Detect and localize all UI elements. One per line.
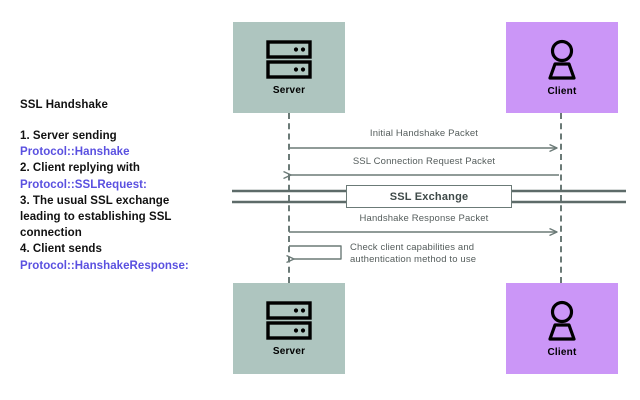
participant-client-bottom[interactable]: Client xyxy=(506,283,618,374)
step-line: 1. Server sending xyxy=(20,130,117,142)
server-icon xyxy=(266,39,312,80)
steps-list: 1. Server sending Protocol::Hanshake 2. … xyxy=(20,128,225,274)
description-panel: SSL Handshake 1. Server sending Protocol… xyxy=(20,98,225,274)
participant-server-top[interactable]: Server xyxy=(233,22,345,113)
message-label-handshake-response-packet: Handshake Response Packet xyxy=(359,213,489,224)
participant-label: Server xyxy=(272,345,306,357)
step-line: Protocol::HanshakeResponse: xyxy=(20,259,189,272)
step-line: 2. Client replying with xyxy=(20,162,140,175)
message-label-check-client-capabilities: Check client capabilities and authentica… xyxy=(350,242,477,265)
participant-server-bottom[interactable]: Server xyxy=(233,283,345,374)
participant-label: Client xyxy=(547,85,577,97)
step-line: connection xyxy=(20,227,82,240)
participant-label: Server xyxy=(272,84,306,96)
server-icon xyxy=(266,300,312,341)
step-line: 4. Client sends xyxy=(20,243,102,256)
user-icon xyxy=(540,39,584,81)
page-title: SSL Handshake xyxy=(20,99,109,111)
step-line: leading to establishing SSL xyxy=(20,211,172,224)
ssl-exchange-label: SSL Exchange xyxy=(389,190,469,203)
message-label-initial-handshake-packet: Initial Handshake Packet xyxy=(369,128,479,139)
ssl-exchange-fragment: SSL Exchange xyxy=(346,185,512,208)
step-line: Protocol::Hanshake xyxy=(20,146,130,159)
step-line: Protocol::SSLRequest: xyxy=(20,178,147,191)
lifeline-client xyxy=(560,113,562,283)
step-line: 3. The usual SSL exchange xyxy=(20,194,170,207)
lifeline-server xyxy=(288,113,290,283)
participant-client-top[interactable]: Client xyxy=(506,22,618,113)
user-icon xyxy=(540,300,584,342)
message-label-ssl-connection-request-packet: SSL Connection Request Packet xyxy=(352,156,496,167)
arrow-self-loop-check-client-capabilities xyxy=(286,245,342,263)
participant-label: Client xyxy=(547,346,577,358)
